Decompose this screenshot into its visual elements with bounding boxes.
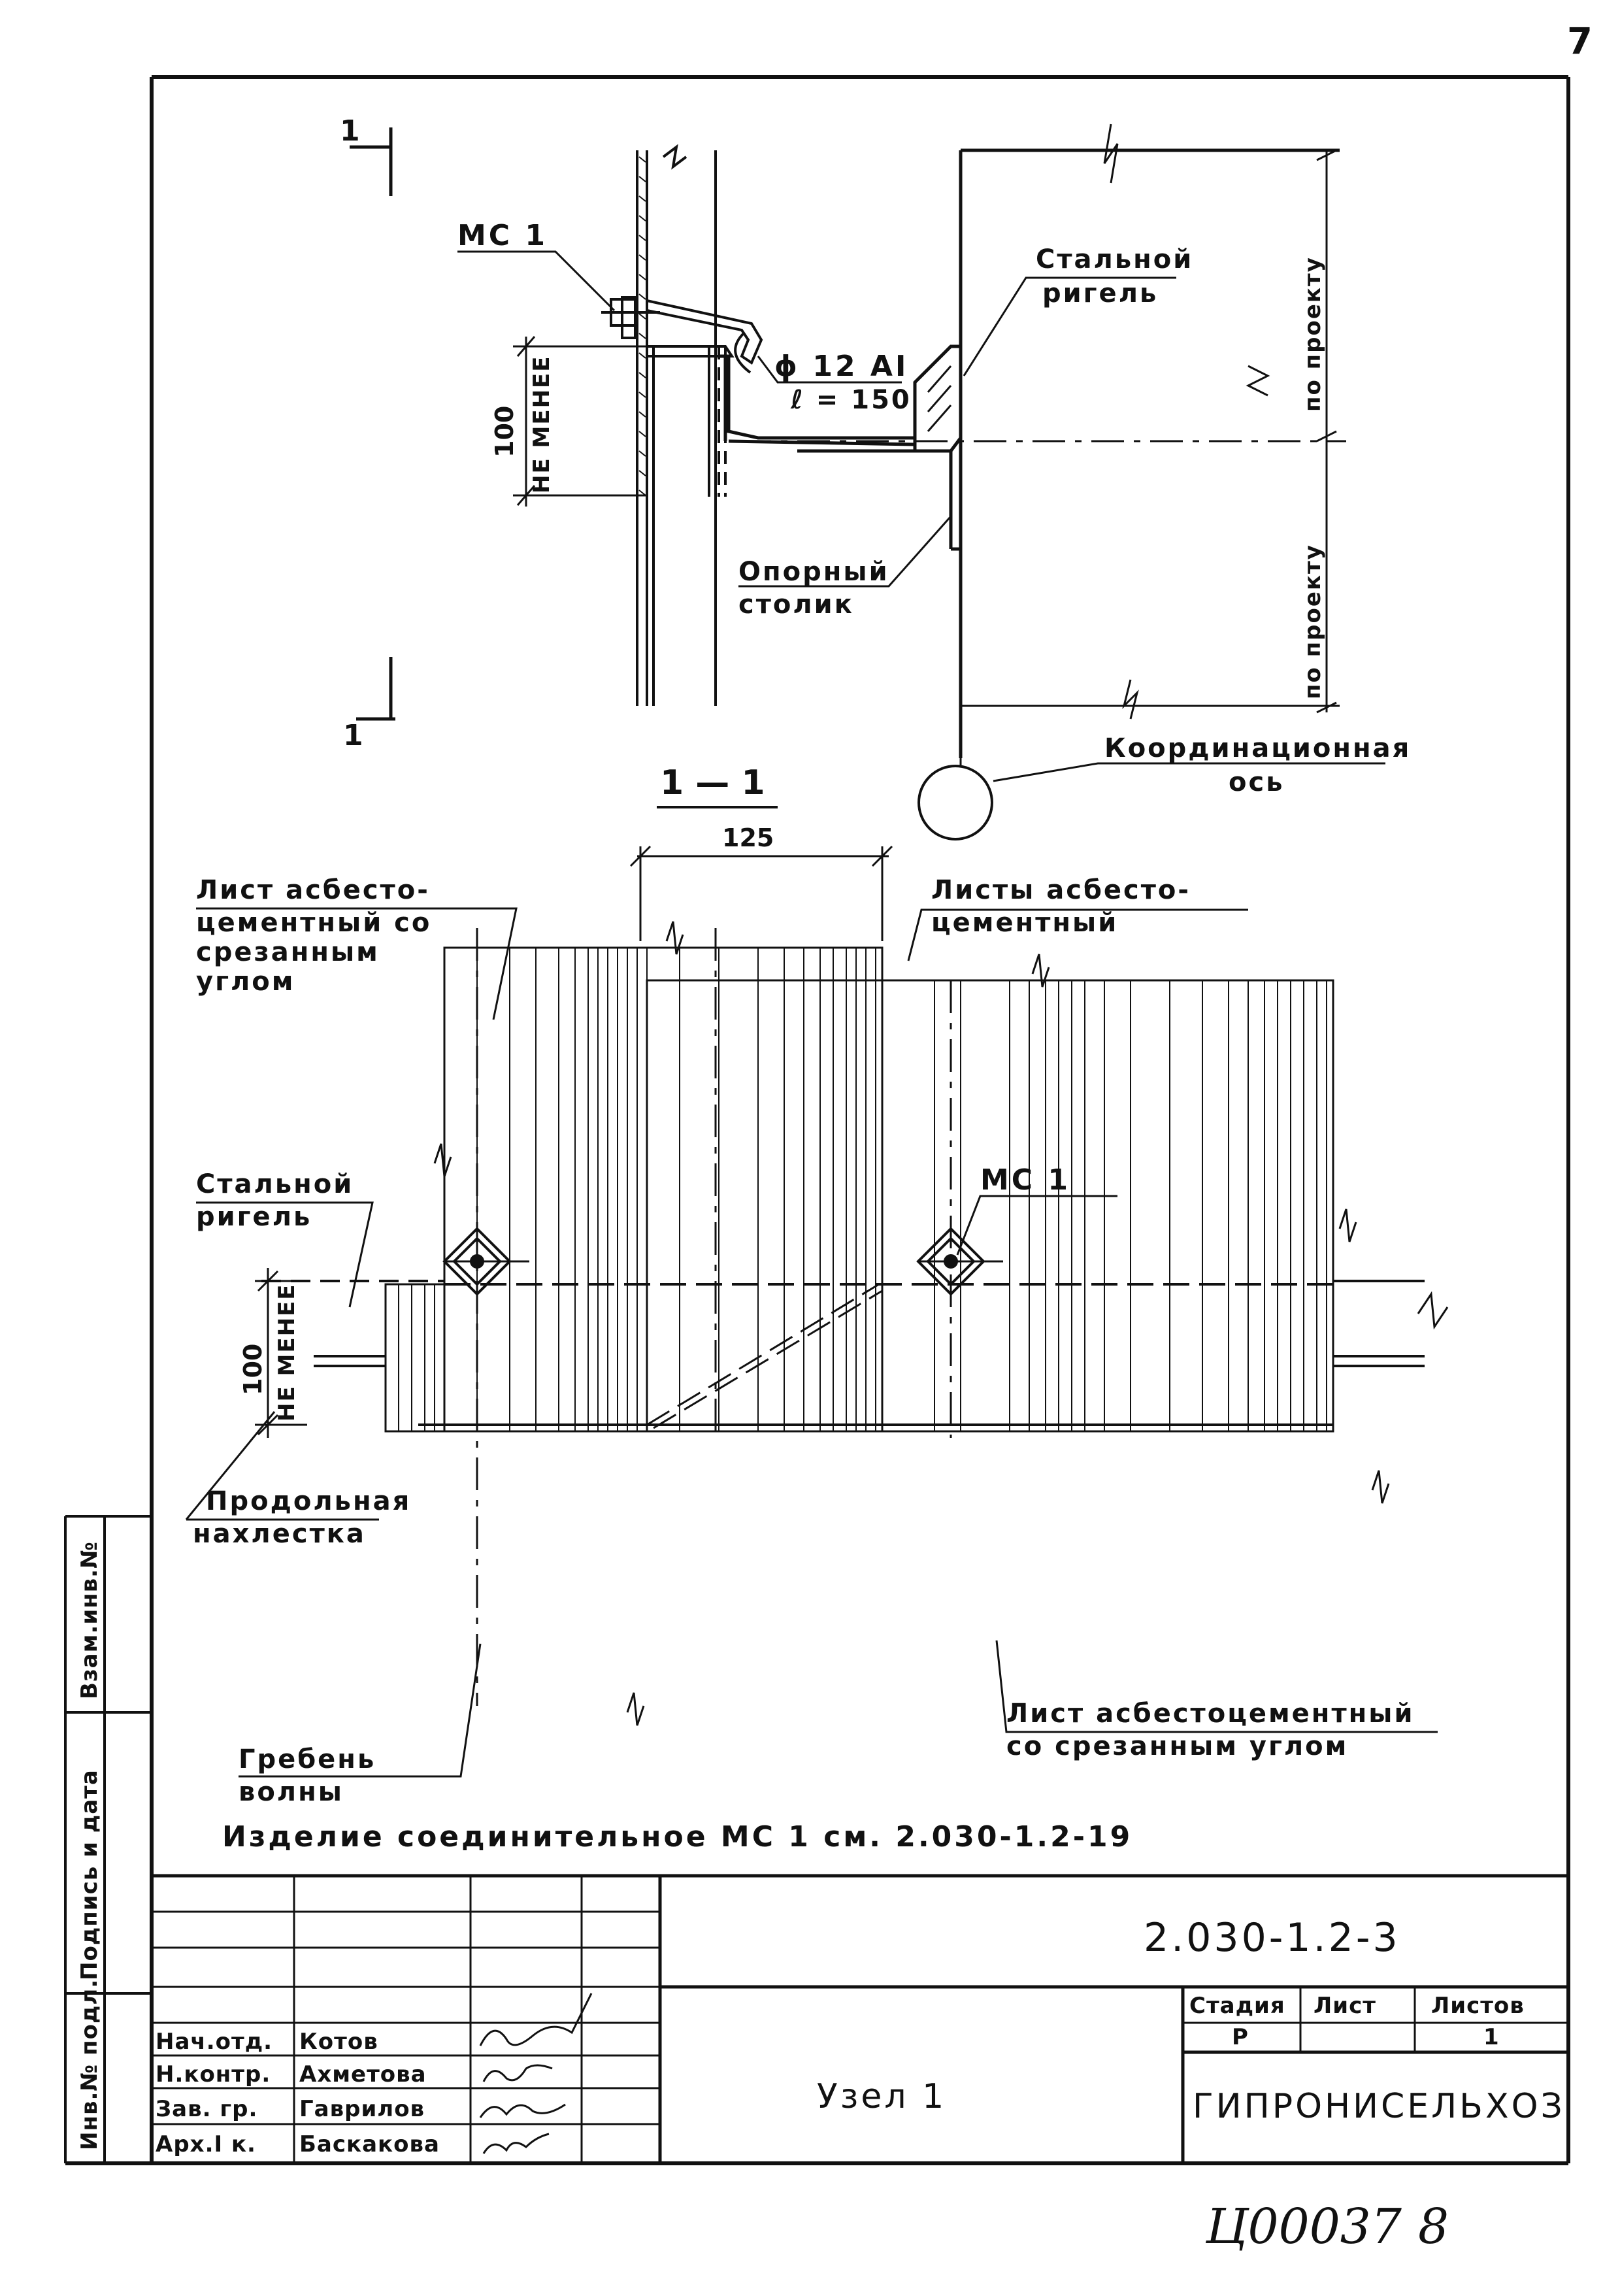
dim-100-plan-note: НЕ МЕНЕЕ bbox=[274, 1284, 300, 1422]
per-project-bottom: по проекту bbox=[1300, 544, 1326, 699]
plan-ms1-label: МС 1 bbox=[980, 1163, 1070, 1197]
role-4: Арх.I к. bbox=[156, 2131, 256, 2157]
per-project-top: по проекту bbox=[1300, 256, 1326, 412]
crest-label-2: волны bbox=[239, 1777, 344, 1807]
left-sheet bbox=[443, 946, 884, 1433]
section-mark-top-label: 1 bbox=[340, 114, 360, 148]
right-dimension bbox=[1316, 149, 1337, 714]
sheet-cut-left-1: Лист асбесто- bbox=[196, 875, 430, 905]
side-stamp: Инв.№ подл. Подпись и дата Взам.инв.№ bbox=[64, 1515, 152, 2163]
archive-code: Ц00037 bbox=[1205, 2199, 1402, 2255]
stage-value: Р bbox=[1232, 2024, 1249, 2050]
connector-ms1 bbox=[601, 296, 763, 374]
sheet-cut-bottom-2: со срезанным углом bbox=[1006, 1731, 1348, 1761]
role-3: Зав. гр. bbox=[156, 2096, 257, 2122]
steel-girder-section bbox=[913, 124, 1340, 758]
side-stamp-inv: Инв.№ подл. bbox=[76, 1979, 103, 2150]
doc-code: 2.030-1.2-3 bbox=[1144, 1915, 1400, 1961]
sheets-right-1: Листы асбесто- bbox=[931, 875, 1191, 905]
dim-125-value: 125 bbox=[722, 824, 774, 852]
connector-ms1-left bbox=[442, 1227, 529, 1296]
sheet-cut-left-2: цементный со bbox=[196, 908, 431, 938]
stage-header: Стадия bbox=[1189, 1993, 1285, 2019]
dim-100-top-value: 100 bbox=[490, 406, 519, 458]
name-2: Ахметова bbox=[299, 2061, 427, 2088]
rod-diameter: ϕ 12 АI bbox=[774, 350, 908, 383]
side-stamp-replace: Взам.инв.№ bbox=[76, 1541, 103, 1699]
dim-100-top bbox=[513, 336, 647, 507]
rod-length: ℓ = 150 bbox=[790, 385, 912, 415]
name-4: Баскакова bbox=[299, 2131, 440, 2157]
crest-label-1: Гребень bbox=[239, 1744, 376, 1774]
sheet-header: Лист bbox=[1314, 1993, 1376, 2019]
section-title: 1 — 1 bbox=[660, 763, 765, 803]
steel-girder-label-2: ригель bbox=[1042, 278, 1158, 308]
org-name: ГИПРОНИСЕЛЬХОЗ bbox=[1193, 2087, 1565, 2126]
ms1-label-top: МС 1 bbox=[457, 219, 548, 252]
sheets-right-2: цементный bbox=[931, 908, 1118, 938]
coordination-axis-label-2: ось bbox=[1229, 767, 1284, 797]
signatures bbox=[479, 1993, 593, 2154]
sheet-cut-left-3: срезанным bbox=[196, 937, 380, 967]
side-stamp-sign: Подпись и дата bbox=[76, 1769, 103, 1980]
sheet-frame bbox=[65, 75, 1570, 2165]
section-mark-bottom bbox=[356, 657, 395, 721]
note: Изделие соединительное МС 1 см. 2.030-1.… bbox=[222, 1820, 1132, 1854]
sheet-cut-left-4: углом bbox=[196, 967, 295, 997]
sheets-value: 1 bbox=[1483, 2024, 1500, 2050]
section-mark-top bbox=[350, 127, 393, 196]
steel-girder-label-1: Стальной bbox=[1036, 244, 1193, 275]
support-label-1: Опорный bbox=[738, 557, 889, 587]
plan-view: 125 bbox=[185, 824, 1449, 1807]
dim-125 bbox=[629, 845, 893, 941]
sheet-cut-bottom-1: Лист асбестоцементный bbox=[1006, 1699, 1414, 1729]
node-title: Узел 1 bbox=[817, 2077, 946, 2116]
archive-number: 8 bbox=[1418, 2199, 1449, 2255]
dim-100-top-note: НЕ МЕНЕЕ bbox=[529, 356, 555, 493]
name-3: Гаврилов bbox=[299, 2096, 425, 2122]
right-sheet bbox=[646, 979, 1334, 1433]
role-2: Н.контр. bbox=[156, 2061, 271, 2088]
sheets-header: Листов bbox=[1431, 1993, 1525, 2019]
coordination-axis-label-1: Координационная bbox=[1104, 733, 1411, 763]
plan-steel-girder-2: ригель bbox=[196, 1202, 312, 1232]
plan-girder bbox=[261, 1280, 1425, 1429]
plan-steel-girder-1: Стальной bbox=[196, 1169, 354, 1199]
overlap-label-1: Продольная bbox=[206, 1486, 411, 1516]
lower-left-sheet bbox=[384, 1283, 446, 1433]
role-1: Нач.отд. bbox=[156, 2029, 273, 2055]
section-mark-bottom-label: 1 bbox=[343, 719, 363, 752]
overlap-label-2: нахлестка bbox=[193, 1519, 366, 1549]
top-view: 1 1 bbox=[340, 114, 1411, 840]
title-block bbox=[152, 1874, 1568, 2163]
coordination-axis-circle bbox=[917, 765, 993, 840]
connector-ms1-right bbox=[916, 1227, 1003, 1296]
dim-100-plan-value: 100 bbox=[239, 1344, 267, 1395]
support-label-2: столик bbox=[738, 590, 854, 620]
page-number: 7 bbox=[1567, 20, 1593, 63]
name-1: Котов bbox=[299, 2029, 378, 2055]
